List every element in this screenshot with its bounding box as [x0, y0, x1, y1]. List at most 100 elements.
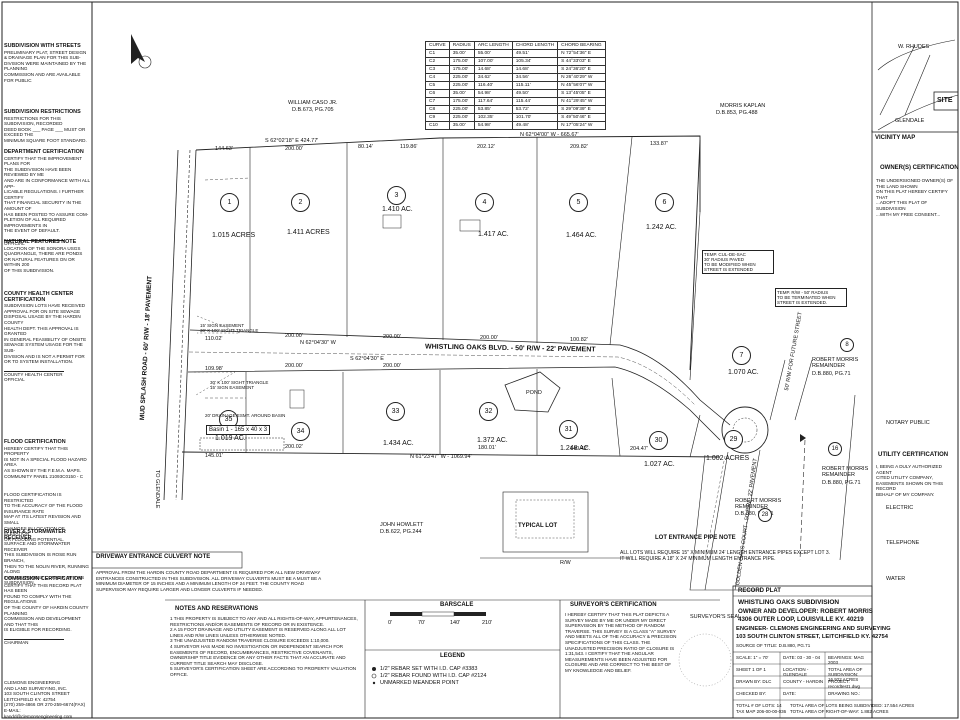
firm-line: 103 SOUTH CLINTON STREET [4, 691, 70, 697]
adjoiner-deed: D.B.853, PG.488 [716, 110, 758, 116]
title-block-field: DRAWING NO.: [828, 691, 861, 696]
note-item: 4 SURVEYOR HAS MADE NO INVESTIGATION OR … [170, 643, 346, 666]
left-section-line: COMMUNITY PANEL 21093C0150 - C [4, 473, 84, 479]
legend-title: LEGEND [440, 653, 466, 659]
surveyor-cert-title: SURVEYOR'S CERTIFICATION [570, 602, 657, 608]
left-section-line: SURFACE AND STORMWATER RECEIVER [4, 541, 71, 552]
barscale-tick: 210' [482, 620, 493, 626]
curve-cell: S 44°33'03" E [557, 57, 606, 66]
firm-line: LEITCHFIELD KY. 42754 [4, 696, 56, 702]
left-section-line: FOUND TO COMPLY WITH THE REGULATIONS [4, 593, 72, 605]
curve-cell: 54.98' [473, 121, 513, 130]
curve-cell: C10 [425, 121, 450, 130]
left-section-title: FLOOD CERTIFICATION [4, 439, 66, 445]
legend-item: 1/2" REBAR SET WITH I.D. CAP #3383 [380, 666, 478, 672]
notes-list: 1 THIS PROPERTY IS SUBJECT TO ANY AND AL… [170, 616, 360, 678]
record-plat-title: RECORD PLAT [738, 588, 781, 594]
lot-area: 1.242 AC. [646, 224, 677, 231]
curve-cell: 35.00' [448, 89, 475, 98]
rear-dim: 200.00' [285, 146, 303, 152]
curve-cell: 35.00' [448, 49, 475, 58]
adjoiner-name: ROBERT MORRIS REMAINDER [822, 466, 869, 478]
frontage-dim: 200.00' [285, 333, 303, 339]
owner-line: OWNER AND DEVELOPER: ROBERT MORRIS [738, 608, 873, 615]
lot-number: 28 [758, 508, 772, 522]
subdivision-name: WHISTLING OAKS SUBDIVISION [738, 599, 840, 606]
left-section-line: APPROVAL FOR ON SITE SEWAGE [4, 308, 81, 314]
note-item: 5 SURVEYOR'S CERTIFICATION SHEET ARE ACC… [170, 666, 357, 677]
title-block-field: BEARINGS: MAG 2003 [828, 655, 865, 665]
title-block-field: LOCATION - GLENDALE [783, 667, 809, 677]
curve-col-header: RADIUS [448, 41, 475, 50]
curve-cell: 225.00' [448, 105, 475, 114]
rear-dim: 202.12' [477, 144, 495, 150]
title-source: SOURCE OF TITLE: D.B.880, PG.71 [736, 643, 811, 648]
lot-area: 1.002 ACRES [706, 455, 750, 462]
cert-line: ...ADOPT THIS PLAT OF SUBDIVISION [876, 200, 928, 211]
curve-col-header: CHORD LENGTH [511, 41, 559, 50]
center-bearing: N 62°04'30" W [300, 340, 336, 346]
lot-area: 1.019 AC. [215, 435, 246, 442]
basin-label: Basin 1 - 165 x 40 x 3 [206, 425, 271, 435]
curve-cell: C4 [425, 73, 450, 82]
frontage-dim: 200.00' [383, 363, 401, 369]
left-section-line: HEALTH DEPT. THIS APPROVAL IS GRANTED [4, 325, 79, 337]
curve-col-header: ARC LENGTH [473, 41, 513, 50]
cert-line: ...WITH MY FREE CONSENT... [876, 211, 941, 217]
curve-cell: N 26°40'29" W [557, 73, 606, 82]
legend-item: UNMARKED MEANDER POINT [380, 680, 459, 686]
adjoiner-name: JOHN HOWLETT [380, 522, 424, 528]
frontage-dim: 100.82' [570, 337, 588, 343]
frontage-dim: 110.02' [205, 336, 223, 342]
curve-cell: C7 [425, 97, 450, 106]
barscale-title: BARSCALE [440, 602, 474, 608]
left-section-line: IN GENERAL FEASIBILITY OF ONSITE [4, 336, 87, 342]
rw-label: R/W [560, 560, 571, 566]
vicinity-site-label: SITE [937, 97, 953, 104]
lot-number: 30 [649, 431, 668, 450]
cert-line: ON THIS PLAT HEREBY CERTIFY THAT [876, 189, 948, 200]
left-section-line: CERTIFY THAT THIS RECORD PLAT HAS BEEN [4, 582, 82, 594]
note-line: TO BE TERMINATED WHEN [777, 295, 836, 300]
surveyor-seal-label: SURVEYOR'S SEAL [690, 614, 742, 620]
curve-cell: 55.00' [473, 49, 513, 58]
curve-cell: 34.62' [473, 73, 513, 82]
cert-line: THE UNDERSIGNED OWNER(S) OF THE LAND SHO… [876, 178, 954, 189]
cert-line: I, BEING A DULY AUTHORIZED AGENT [876, 464, 942, 475]
curve-cell: 175.00' [448, 65, 475, 74]
left-section-title: NATURAL FEATURES NOTE [4, 239, 77, 245]
left-section-line: PRELIMINARY PLAT, STREET DESIGN [4, 49, 87, 55]
left-section-line: TO THE ACCURACY OF THE FLOOD INSURANCE R… [4, 503, 83, 514]
firm-info: CLEMONS ENGINEERING AND LAND SURVEYING, … [4, 680, 90, 719]
left-section-line: CERTIFY THAT THE IMPROVEMENT PLANS FOR [4, 155, 83, 167]
curve-cell: 107.00' [473, 57, 513, 66]
left-section-line: THE EVENT OF DEFAULT. [4, 228, 60, 234]
temp-culdesac-note: TEMP. CUL-DE-SAC 30' RADIUS PAVED TO BE … [702, 250, 774, 274]
adjoiner-name: ROBERT MORRIS REMAINDER [735, 498, 782, 510]
left-section-line: DIVISION WERE MAINTAINED BY THE PLANNING [4, 60, 87, 72]
curve-cell: C9 [425, 113, 450, 122]
title-block-field: DATE: [783, 691, 796, 696]
title-block-field: TOTAL # OF LOTS: 14 [736, 703, 782, 708]
driveway-note-title: DRIVEWAY ENTRANCE CULVERT NOTE [96, 554, 211, 560]
easement-label: 15' SIGN EASEMENT [200, 323, 245, 328]
curve-cell: N 41°29'45" W [557, 97, 606, 106]
curve-col-header: CHORD BEARING [557, 41, 606, 50]
curve-cell: S 49°50'46" E [557, 113, 606, 122]
title-block-field: CHECKED BY: [736, 691, 767, 696]
north-bearing: S 62°02'18" E 424.77' [265, 138, 319, 144]
south-line-label: N 61°23'47" W - 1069.94' [410, 454, 472, 460]
title-block-field: PROJECT: recordtest1.dwg [828, 679, 861, 689]
firm-line: E-MAIL: kandd@clemonsengineering.com [4, 707, 73, 719]
rear-dim: 209.82' [570, 144, 588, 150]
sight-triangle-label: 30' X 100' SIGHT TRIANGLE [200, 328, 259, 333]
title-block-field: TAX MAP 206-00-00-036 [736, 709, 787, 714]
curve-cell: C3 [425, 65, 450, 74]
firm-line: CLEMONS ENGINEERING [4, 680, 61, 685]
